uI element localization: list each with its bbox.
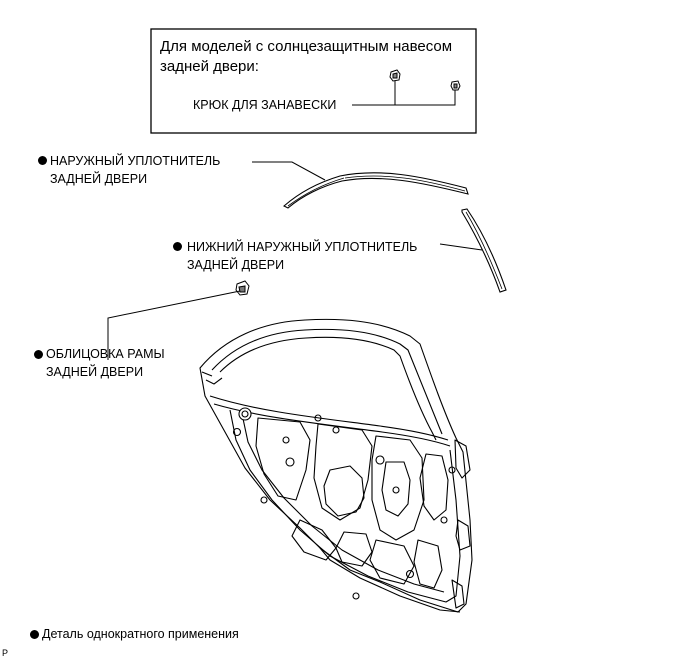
legend-bullet-icon (30, 630, 39, 639)
outer-weatherstrip-label-line2: ЗАДНЕЙ ДВЕРИ (50, 172, 148, 186)
non-reusable-bullet-icon (173, 242, 182, 251)
variant-box-title: Для моделей с солнцезащитным навесом зад… (160, 37, 452, 77)
frame-garnish-label-line2: ЗАДНЕЙ ДВЕРИ (46, 365, 144, 379)
frame-garnish-label: ОБЛИЦОВКА РАМЫ ЗАДНЕЙ ДВЕРИ (46, 345, 165, 381)
lower-outer-weatherstrip-leader (439, 243, 483, 251)
variant-box-title-line2: задней двери: (160, 58, 259, 75)
non-reusable-legend-text: Деталь однократного применения (42, 627, 239, 641)
curtain-hook-icon (450, 80, 461, 91)
lower-outer-weatherstrip-part (461, 208, 507, 293)
outer-weatherstrip-label: НАРУЖНЫЙ УПЛОТНИТЕЛЬ ЗАДНЕЙ ДВЕРИ (50, 152, 220, 188)
variant-box-title-line1: Для моделей с солнцезащитным навесом (160, 38, 453, 55)
curtain-hook-leader (352, 80, 456, 106)
curtain-hook-icon (389, 69, 401, 82)
rear-door-assembly (199, 318, 473, 613)
variant-box-frame (150, 28, 477, 134)
outer-weatherstrip-part (283, 172, 469, 209)
frame-garnish-leader (107, 290, 241, 360)
lower-outer-weatherstrip-label: НИЖНИЙ НАРУЖНЫЙ УПЛОТНИТЕЛЬ ЗАДНЕЙ ДВЕРИ (187, 238, 417, 274)
corner-mark: P (2, 648, 9, 658)
outer-weatherstrip-leader (252, 161, 326, 181)
lower-outer-weatherstrip-label-line2: ЗАДНЕЙ ДВЕРИ (187, 258, 285, 272)
non-reusable-bullet-icon (38, 156, 47, 165)
outer-weatherstrip-label-line1: НАРУЖНЫЙ УПЛОТНИТЕЛЬ (50, 154, 221, 168)
curtain-hook-label: КРЮК ДЛЯ ЗАНАВЕСКИ (193, 98, 337, 112)
non-reusable-bullet-icon (34, 350, 43, 359)
frame-garnish-clip-part (235, 280, 250, 296)
frame-garnish-label-line1: ОБЛИЦОВКА РАМЫ (46, 347, 165, 361)
lower-outer-weatherstrip-label-line1: НИЖНИЙ НАРУЖНЫЙ УПЛОТНИТЕЛЬ (187, 240, 418, 254)
